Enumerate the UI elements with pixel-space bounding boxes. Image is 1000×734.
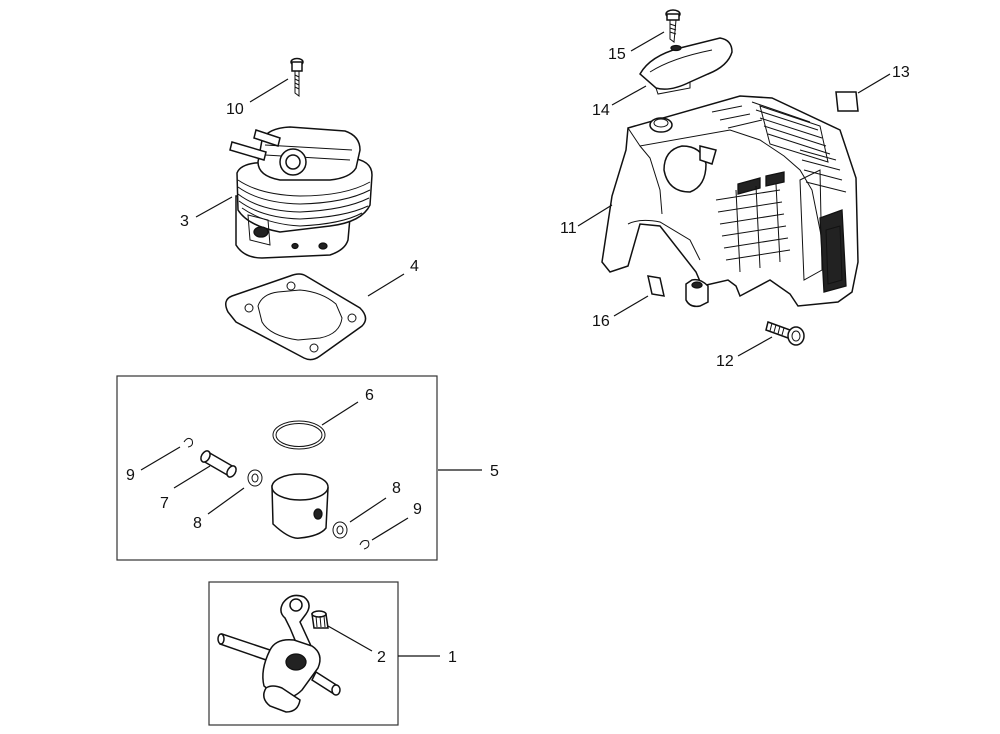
callout-labels: 1 2 3 4 5 6 7 8 8 9 9 10 11 12 13 14 15 …: [126, 46, 910, 666]
leader-12: [737, 336, 773, 357]
callout-15: 15: [608, 46, 626, 63]
callout-10: 10: [226, 101, 244, 118]
leader-9a: [140, 446, 181, 471]
piston-pin[interactable]: [199, 449, 238, 478]
piston-pin-clip-left[interactable]: [183, 437, 193, 448]
callout-2: 2: [377, 649, 386, 666]
leader-15: [630, 31, 665, 52]
piston-kit-box: [116, 375, 438, 561]
leader-4: [367, 273, 405, 297]
leader-6: [321, 401, 359, 426]
leader-8a: [207, 487, 245, 515]
callout-1: 1: [448, 649, 457, 666]
leader-14: [611, 85, 647, 106]
piston-pin-clip-right[interactable]: [359, 540, 370, 550]
leader-lines: [140, 31, 891, 657]
piston-washer-right[interactable]: [332, 521, 348, 539]
leader-3: [195, 196, 233, 218]
piston[interactable]: [271, 473, 329, 539]
callout-3: 3: [180, 213, 189, 230]
piston-washer-left[interactable]: [247, 469, 263, 487]
cylinder-screw[interactable]: [290, 57, 304, 97]
leader-2: [327, 625, 373, 652]
callout-9a: 9: [126, 467, 135, 484]
callout-5: 5: [490, 463, 499, 480]
leader-13: [857, 73, 891, 94]
cover-screw[interactable]: [665, 9, 681, 43]
leader-10: [249, 78, 289, 103]
leader-8b: [349, 497, 387, 523]
caution-label[interactable]: [835, 91, 859, 112]
leader-7: [173, 465, 211, 489]
piston-ring[interactable]: [272, 420, 326, 450]
callout-9b: 9: [413, 501, 422, 518]
callout-8a: 8: [193, 515, 202, 532]
leader-16: [613, 295, 649, 317]
leader-11: [577, 204, 613, 227]
callout-16: 16: [592, 313, 610, 330]
callout-6: 6: [365, 387, 374, 404]
callout-11: 11: [560, 220, 577, 237]
cover-label[interactable]: [647, 275, 665, 297]
callout-4: 4: [410, 258, 419, 275]
cylinder-gasket[interactable]: [225, 273, 367, 361]
crankshaft[interactable]: [217, 594, 341, 713]
cylinder[interactable]: [229, 126, 373, 259]
cover-bolt[interactable]: [765, 321, 805, 346]
callout-8b: 8: [392, 480, 401, 497]
callout-14: 14: [592, 102, 610, 119]
crankshaft-box: [208, 581, 399, 726]
needle-bearing[interactable]: [311, 610, 329, 629]
callout-12: 12: [716, 353, 734, 370]
callout-13: 13: [892, 64, 910, 81]
leader-9b: [371, 517, 409, 541]
cover-knob[interactable]: [639, 37, 733, 95]
cylinder-cover[interactable]: [601, 95, 859, 308]
callout-7: 7: [160, 495, 169, 512]
